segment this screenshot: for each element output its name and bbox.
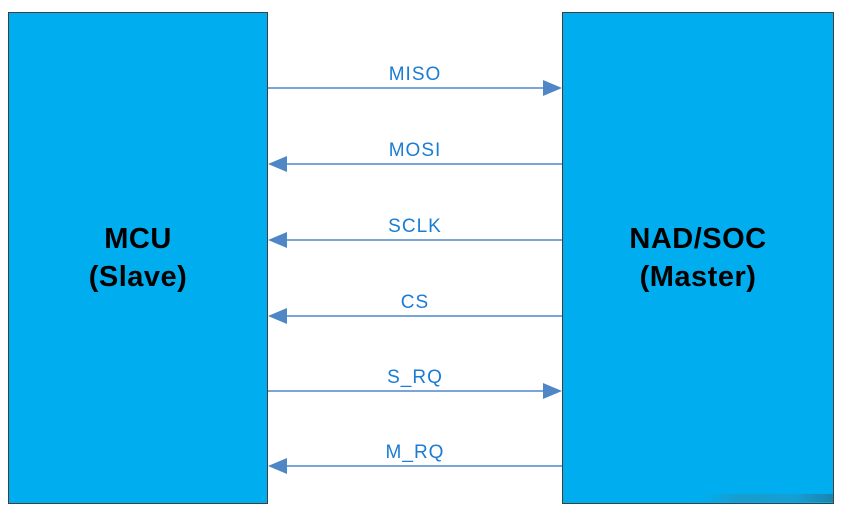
signal-sclk: SCLK	[268, 206, 562, 248]
arrow-shaft	[268, 390, 544, 392]
arrow-shaft	[268, 87, 544, 89]
arrowhead-icon	[543, 383, 562, 399]
signal-s-rq-label: S_RQ	[387, 367, 443, 388]
signal-cs-arrow	[268, 308, 562, 324]
signal-sclk-label: SCLK	[388, 216, 442, 237]
nad-soc-master-box: NAD/SOC (Master)	[562, 12, 834, 504]
signal-cs-label: CS	[400, 292, 430, 313]
signal-cs: CS	[268, 282, 562, 324]
arrow-shaft	[286, 163, 562, 165]
signal-miso-label: MISO	[388, 64, 442, 85]
signal-s-rq: S_RQ	[268, 357, 562, 399]
arrow-shaft	[286, 465, 562, 467]
arrowhead-icon	[268, 458, 287, 474]
signal-s-rq-arrow	[268, 383, 562, 399]
arrowhead-icon	[268, 308, 287, 324]
nad-soc-box-title: NAD/SOC	[629, 223, 767, 255]
arrowhead-icon	[268, 156, 287, 172]
mcu-box-role: (Slave)	[88, 261, 188, 293]
signal-miso: MISO	[268, 54, 562, 96]
signal-sclk-arrow	[268, 232, 562, 248]
arrow-shaft	[286, 315, 562, 317]
arrowhead-icon	[268, 232, 287, 248]
signal-m-rq-arrow	[268, 458, 562, 474]
signal-miso-arrow	[268, 80, 562, 96]
signal-m-rq-label: M_RQ	[385, 442, 445, 463]
signal-mosi: MOSI	[268, 130, 562, 172]
mcu-slave-box: MCU (Slave)	[8, 12, 268, 504]
arrowhead-icon	[543, 80, 562, 96]
nad-soc-box-role: (Master)	[639, 261, 757, 293]
signal-mosi-arrow	[268, 156, 562, 172]
signal-m-rq: M_RQ	[268, 432, 562, 474]
signal-mosi-label: MOSI	[388, 140, 442, 161]
arrow-shaft	[286, 239, 562, 241]
mcu-box-title: MCU	[104, 223, 172, 255]
